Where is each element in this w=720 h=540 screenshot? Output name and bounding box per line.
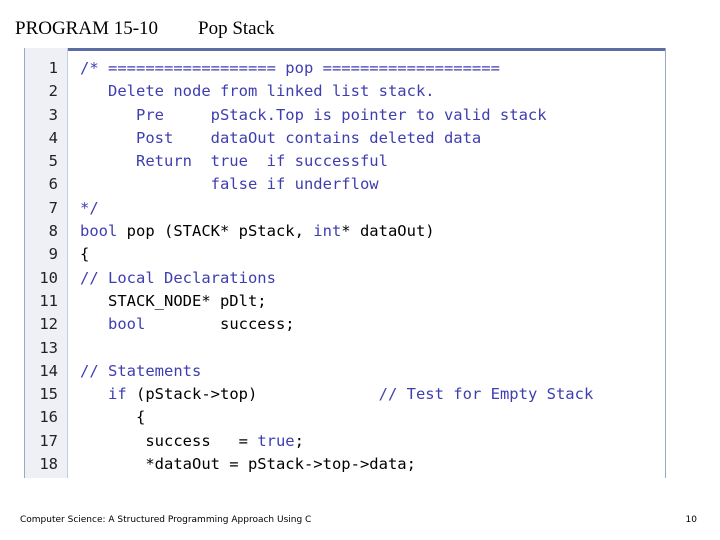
code-line: 11 STACK_NODE* pDlt;: [25, 290, 665, 313]
line-code: bool success;: [80, 313, 295, 336]
code-token-text: STACK_NODE* pDlt;: [80, 291, 267, 310]
code-token-keyword: int: [313, 222, 342, 241]
footer-text: Computer Science: A Structured Programmi…: [20, 515, 312, 525]
code-line: 4 Post dataOut contains deleted data: [25, 127, 665, 150]
line-number: 4: [48, 128, 58, 147]
code-line: 9{: [25, 243, 665, 266]
code-line: 2 Delete node from linked list stack.: [25, 80, 665, 103]
code-line: 18 *dataOut = pStack->top->data;: [25, 453, 665, 476]
code-token-text: * dataOut): [341, 222, 435, 241]
code-token-text: (pStack->top): [126, 385, 379, 404]
line-number: 2: [48, 82, 58, 101]
line-code: bool pop (STACK* pStack, int* dataOut): [80, 220, 435, 243]
line-code: Delete node from linked list stack.: [80, 80, 435, 103]
code-line: 17 success = true;: [25, 430, 665, 453]
line-number: 16: [39, 408, 58, 427]
line-code: STACK_NODE* pDlt;: [80, 290, 267, 313]
line-code: *dataOut = pStack->top->data;: [80, 453, 416, 476]
code-token-comment: // Test for Empty Stack: [378, 385, 594, 404]
code-token-comment: Return true if successful: [80, 152, 388, 171]
code-token-text: success;: [145, 315, 295, 334]
code-lines: 1 /* ================== pop =============…: [25, 57, 665, 476]
line-number: 17: [39, 431, 58, 450]
code-token-comment: /* ================== pop ==============…: [80, 59, 500, 77]
line-code: // Statements: [80, 360, 201, 383]
code-token-text: ;: [294, 431, 304, 450]
code-token-text: {: [80, 408, 146, 427]
code-token-keyword: if: [108, 385, 127, 404]
line-code: */: [80, 197, 99, 220]
line-code: false if underflow: [80, 173, 379, 196]
code-token-text: [80, 315, 108, 333]
code-line: 1 /* ================== pop =============…: [25, 57, 665, 80]
line-code: success = true;: [80, 430, 304, 453]
line-code: if (pStack->top) // Test for Empty Stack: [80, 383, 593, 406]
code-line: 12 bool success;: [25, 313, 665, 336]
line-number: 9: [48, 245, 58, 264]
line-number: 6: [48, 175, 58, 194]
code-line: 13: [25, 337, 665, 360]
code-line: 6 false if underflow: [25, 173, 665, 196]
line-number: 7: [48, 198, 58, 217]
code-listing-panel: 1 /* ================== pop =============…: [24, 48, 666, 478]
code-token-comment: false if underflow: [80, 175, 379, 194]
line-number: 8: [48, 222, 58, 241]
code-line: 15 if (pStack->top) // Test for Empty St…: [25, 383, 665, 406]
code-token-comment: // Local Declarations: [80, 268, 276, 287]
code-token-text: *dataOut = pStack->top->data;: [80, 455, 416, 474]
code-token-comment: Post dataOut contains deleted data: [80, 128, 482, 147]
line-number: 11: [39, 291, 58, 310]
page-number: 10: [685, 515, 697, 525]
code-token-comment: Delete node from linked list stack.: [80, 82, 435, 101]
line-number: 10: [39, 268, 58, 287]
code-token-comment: // Statements: [80, 361, 202, 380]
line-number: 3: [48, 105, 58, 124]
code-token-keyword: bool: [108, 315, 146, 334]
code-token-comment: Pre pStack.Top is pointer to valid stack: [80, 105, 547, 124]
line-number: 5: [48, 152, 58, 171]
line-code: Pre pStack.Top is pointer to valid stack: [80, 104, 547, 127]
code-token-text: pop (STACK* pStack,: [117, 222, 314, 241]
code-line: 16 {: [25, 406, 665, 429]
code-line: 7 */: [25, 197, 665, 220]
line-number-gutter: [25, 48, 68, 478]
line-code: Post dataOut contains deleted data: [80, 127, 481, 150]
code-line: 5 Return true if successful: [25, 150, 665, 173]
line-code: Return true if successful: [80, 150, 388, 173]
program-title: Pop Stack: [198, 18, 275, 39]
line-number: 18: [39, 455, 58, 474]
code-line: 8 bool pop (STACK* pStack, int* dataOut): [25, 220, 665, 243]
line-number: 15: [39, 385, 58, 404]
code-line: 14 // Statements: [25, 360, 665, 383]
code-line: 3 Pre pStack.Top is pointer to valid sta…: [25, 104, 665, 127]
line-number: 1: [48, 59, 58, 77]
code-token-text: [80, 385, 108, 403]
line-number: 13: [39, 338, 58, 357]
line-number: 14: [39, 361, 58, 380]
program-number: PROGRAM 15-10: [15, 18, 159, 39]
code-token-comment: */: [80, 198, 99, 217]
code-token-keyword: bool: [80, 222, 118, 241]
line-code: {: [80, 243, 89, 266]
code-line: 10 // Local Declarations: [25, 267, 665, 290]
line-number: 12: [39, 315, 58, 334]
line-code: /* ================== pop ==============…: [80, 57, 500, 80]
line-code: // Local Declarations: [80, 267, 276, 290]
line-code: {: [80, 406, 145, 429]
code-token-text: success =: [80, 431, 258, 450]
code-token-text: {: [80, 245, 90, 264]
code-token-keyword: true: [257, 431, 295, 450]
